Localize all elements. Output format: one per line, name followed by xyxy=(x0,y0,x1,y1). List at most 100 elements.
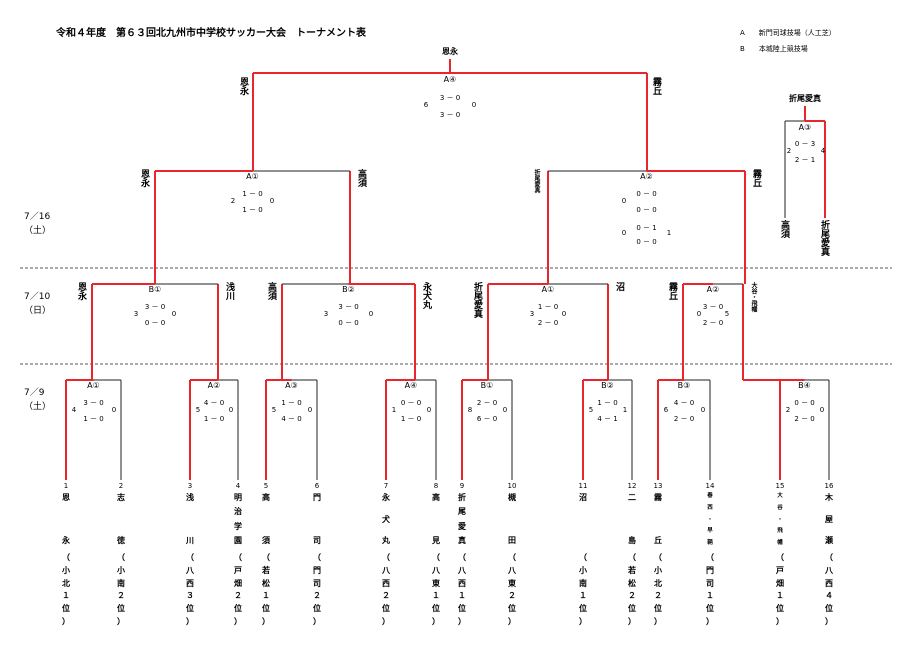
total-score-left: 6 xyxy=(423,101,429,109)
team-name: 沼 xyxy=(579,493,587,502)
half-score: 3 － 0 xyxy=(144,303,166,311)
total-score-left: 3 xyxy=(133,310,139,318)
match-venue: A③ xyxy=(798,123,812,132)
team-number: 4 xyxy=(235,482,241,490)
match-venue: B② xyxy=(601,381,614,390)
team-number: 7 xyxy=(383,482,389,490)
team-name: 浅 川 xyxy=(186,493,194,546)
half-score: 3 － 0 xyxy=(439,111,461,119)
semi-team-right: 高須 xyxy=(356,169,366,187)
team-name: 折尾愛真 xyxy=(458,493,466,546)
half-score: 1 － 0 xyxy=(242,206,263,214)
team-number: 13 xyxy=(653,482,663,490)
total-score-left: 6 xyxy=(663,406,669,414)
round2-team-left: 恩永 xyxy=(76,282,86,300)
match-venue: A② xyxy=(640,172,653,181)
total-score-right: 0 xyxy=(228,406,234,414)
total-score-left: 5 xyxy=(195,406,201,414)
pk-score: 0 － 0 xyxy=(636,238,657,246)
team-name: 槻 田 xyxy=(508,493,516,546)
team-name: 志 徳 xyxy=(117,493,125,546)
half-score: 2 － 0 xyxy=(673,415,695,423)
total-score-right: 0 xyxy=(426,406,432,414)
legend-a-text: 新門司球技場（人工芝） xyxy=(758,29,836,37)
legend-a-key: A xyxy=(740,29,745,37)
round2-team-right: 永犬丸 xyxy=(421,282,431,309)
team-number: 12 xyxy=(627,482,637,490)
half-score: 0 － 0 xyxy=(144,319,166,327)
date-day2: 7／10 （日） xyxy=(24,290,51,318)
total-score-left: 2 xyxy=(785,406,791,414)
match-venue: A④ xyxy=(404,381,418,390)
half-score: 2 － 0 xyxy=(476,399,498,407)
team-name: 霧 丘 xyxy=(654,493,662,546)
round2-team-left: 高須 xyxy=(266,282,276,300)
team-number: 6 xyxy=(314,482,320,490)
match-venue: A② xyxy=(706,285,720,294)
round2-team-left: 霧丘 xyxy=(667,282,677,300)
legend-a: A 新門司球技場（人工芝） xyxy=(740,28,836,38)
half-score: 1 － 0 xyxy=(242,190,263,198)
total-score-right: 0 xyxy=(471,101,477,109)
team-number: 2 xyxy=(118,482,124,490)
total-score-right: 0 xyxy=(307,406,313,414)
round2-team-left: 折尾愛真 xyxy=(472,282,482,318)
total-score-left: 2 xyxy=(786,147,792,155)
total-score-right: 0 xyxy=(171,310,177,318)
team-number: 1 xyxy=(63,482,69,490)
total-score-right: 0 xyxy=(502,406,508,414)
half-score: 0 － 0 xyxy=(794,399,815,407)
team-number: 9 xyxy=(459,482,465,490)
total-score-right: 0 xyxy=(696,310,702,318)
half-score: 3 － 0 xyxy=(83,399,104,407)
team-name: 木屋瀬 xyxy=(825,493,833,546)
half-score: 2 － 0 xyxy=(702,319,724,327)
team-number: 8 xyxy=(433,482,439,490)
third-team-right: 折尾愛真 xyxy=(819,220,829,256)
match-venue: A① xyxy=(246,172,259,181)
total-score-left: 5 xyxy=(724,310,730,318)
half-score: 0 － 0 xyxy=(636,206,657,214)
half-score: 1 － 0 xyxy=(83,415,104,423)
team-name: 永犬丸 xyxy=(382,493,390,546)
date-label: 7／10 xyxy=(24,292,51,302)
final-team-left: 恩永 xyxy=(238,77,248,95)
half-score: 2 － 0 xyxy=(537,319,559,327)
half-score: 2 － 0 xyxy=(794,415,815,423)
team-name: 高 須 xyxy=(262,493,270,546)
total-score-right: 0 xyxy=(700,406,706,414)
date-label: 7／16 xyxy=(24,212,51,222)
match-venue: B④ xyxy=(798,381,811,390)
semi-team-left: 恩永 xyxy=(139,169,149,187)
team-number: 15 xyxy=(775,482,785,490)
half-score: 0 － 0 xyxy=(338,319,359,327)
team-name: 明治学園 xyxy=(234,493,242,546)
total-score-left: 0 xyxy=(621,229,627,237)
half-score: 0 － 0 xyxy=(636,190,657,198)
total-score-right: 0 xyxy=(269,197,275,205)
half-score: 1 － 0 xyxy=(203,415,225,423)
match-venue: B② xyxy=(342,285,355,294)
legend-b-key: B xyxy=(740,45,745,53)
date-label: 7／9 xyxy=(24,388,45,398)
half-score: 3 － 0 xyxy=(702,303,724,311)
half-score: 4 － 1 xyxy=(597,415,618,423)
total-score-right: 0 xyxy=(111,406,117,414)
total-score-left: 1 xyxy=(391,406,397,414)
